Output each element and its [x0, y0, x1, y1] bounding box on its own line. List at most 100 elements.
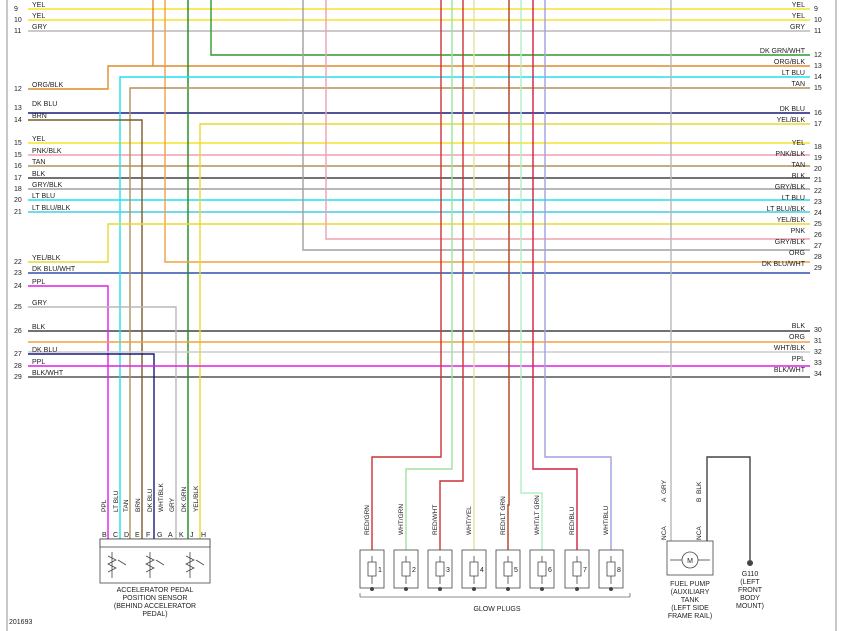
- left-row-label: BLK/WHT: [32, 370, 64, 377]
- left-row-num: 12: [14, 86, 22, 93]
- left-row-label: LT BLU: [32, 193, 55, 200]
- glow-plug-terminal-icon: [575, 587, 579, 591]
- left-row-num: 14: [14, 117, 22, 124]
- wire-lt-blu: [119, 76, 810, 540]
- glow-plug-number: 5: [514, 567, 518, 574]
- fuel-pump-pin-b: B: [696, 498, 703, 502]
- right-row-num: 15: [814, 85, 822, 92]
- right-row-num: 24: [814, 210, 822, 217]
- left-row-num: 26: [14, 328, 22, 335]
- fuel-pump-nca-a: NCA: [661, 526, 668, 540]
- glow-plug-number: 8: [617, 567, 621, 574]
- right-row-label: YEL: [792, 2, 805, 9]
- app-wire-label: GRY: [169, 497, 176, 512]
- glow-plug-wire-label: RED/WHT: [432, 505, 439, 535]
- app-caption-2: POSITION SENSOR: [123, 595, 188, 602]
- glow-plug-terminal-icon: [472, 587, 476, 591]
- right-row-label: YEL/BLK: [777, 217, 806, 224]
- glow-plug-icon: [367, 556, 377, 584]
- fuel-pump-nca-b: NCA: [696, 526, 703, 540]
- glow-plug-wire-label: RED/BLU: [569, 507, 576, 535]
- right-row-num: 25: [814, 221, 822, 228]
- left-row-num: 25: [14, 304, 22, 311]
- ground-caption-4: BODY: [740, 595, 760, 602]
- right-row-num: 14: [814, 74, 822, 81]
- right-row-label: WHT/BLK: [774, 345, 805, 352]
- right-row-num: 16: [814, 110, 822, 117]
- glow-plug-number: 1: [378, 567, 382, 574]
- right-row-num: 9: [814, 6, 818, 13]
- wire-dk-blu-27: [28, 353, 155, 540]
- right-row-label: DK BLU: [780, 106, 805, 113]
- right-row-num: 27: [814, 243, 822, 250]
- glow-plug-wire-label: WHT/BLU: [603, 505, 610, 535]
- app-wire-label: DK BLU: [147, 488, 154, 512]
- fuel-pump-wire-blk: [706, 456, 751, 560]
- glow-plug-terminal-icon: [370, 587, 374, 591]
- right-row-num: 28: [814, 254, 822, 261]
- glow-wire-1: [371, 0, 442, 550]
- glow-plug-icon: [435, 556, 445, 584]
- fuel-pump-caption-2: (AUXILIARY: [671, 589, 710, 596]
- left-row-label: BRN: [32, 113, 47, 120]
- wire-pnk: [325, 0, 810, 240]
- left-row-label: DK BLU: [32, 101, 57, 108]
- left-row-num: 28: [14, 363, 22, 370]
- glow-wire-6: [520, 0, 543, 550]
- fuel-pump-pin-a: A: [661, 497, 668, 502]
- glow-plug-number: 4: [480, 567, 484, 574]
- app-wire-label: PPL: [101, 499, 108, 512]
- app-caption-4: PEDAL): [142, 611, 167, 618]
- app-wire-label: TAN: [123, 499, 130, 512]
- left-row-label: TAN: [32, 159, 45, 166]
- fuel-pump-wire-a: GRY: [661, 479, 668, 494]
- glow-plug-icon: [572, 556, 582, 584]
- left-row-num: 24: [14, 283, 22, 290]
- right-row-label: PNK: [791, 228, 806, 235]
- right-row-num: 30: [814, 327, 822, 334]
- right-row-label: DK BLU/WHT: [762, 261, 806, 268]
- left-row-label: GRY: [32, 24, 47, 31]
- glow-plug-wire-label: RED/LT GRN: [500, 496, 507, 535]
- ground-caption-2: (LEFT: [740, 579, 760, 586]
- glow-plug-wire-label: WHT/YEL: [466, 506, 473, 535]
- right-row-label: DK GRN/WHT: [760, 48, 806, 55]
- ground-caption-3: FRONT: [738, 587, 763, 594]
- fuel-pump: M NCA NCA A GRY B BLK FUEL PUMP (AUXILIA…: [661, 479, 714, 620]
- glow-plug-terminal-icon: [540, 587, 544, 591]
- app-wire-label: WHT/BLK: [158, 482, 165, 512]
- glow-plug-icon: [469, 556, 479, 584]
- right-row-label: LT BLU/BLK: [767, 206, 806, 213]
- ground-caption-1: G110: [742, 571, 759, 578]
- left-row-label: ORG/BLK: [32, 82, 63, 89]
- app-pin-label: J: [190, 532, 194, 539]
- left-row-label: YEL: [32, 2, 45, 9]
- app-pin-label: F: [146, 532, 150, 539]
- left-row-label: PNK/BLK: [32, 148, 62, 155]
- right-row-label: BLK: [792, 173, 806, 180]
- left-row-num: 23: [14, 270, 22, 277]
- glow-plug-icon: [537, 556, 547, 584]
- left-row-num: 15: [14, 152, 22, 159]
- figure-id: 201693: [9, 619, 32, 626]
- left-row-num: 17: [14, 175, 22, 182]
- wire-gry-blk: [302, 0, 810, 251]
- wire-yel-blk: [199, 123, 810, 540]
- right-row-num: 10: [814, 17, 822, 24]
- left-row-num: 18: [14, 186, 22, 193]
- right-row-label: GRY: [790, 24, 805, 31]
- wire-tan: [129, 87, 810, 540]
- left-row-label: BLK: [32, 171, 46, 178]
- right-row-label: LT BLU: [782, 70, 805, 77]
- glow-wire-2: [405, 0, 453, 550]
- left-row-num: 29: [14, 374, 22, 381]
- glow-plug-terminal-icon: [438, 587, 442, 591]
- right-row-label: GRY/BLK: [775, 184, 806, 191]
- app-wire-label: DK GRN: [181, 486, 188, 512]
- left-row-num: 15: [14, 140, 22, 147]
